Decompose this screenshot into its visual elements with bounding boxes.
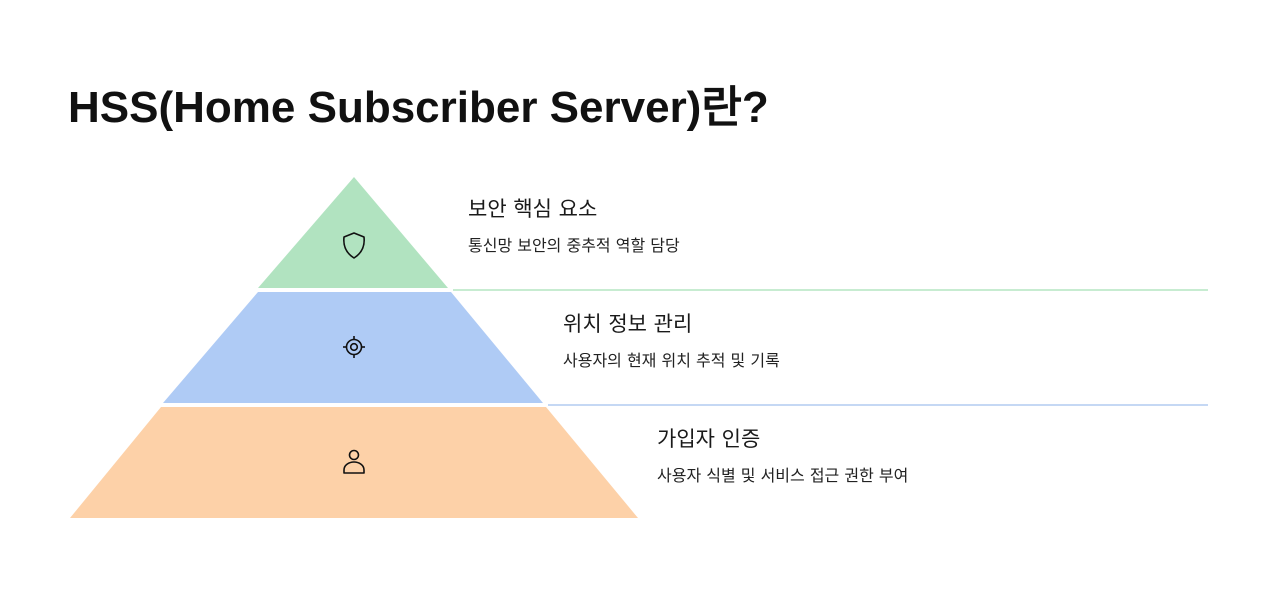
tier-label-top: 보안 핵심 요소 통신망 보안의 중추적 역할 담당 [468, 195, 680, 257]
tier-title: 가입자 인증 [657, 427, 761, 451]
tier-description: 통신망 보안의 중추적 역할 담당 [468, 236, 680, 255]
tier-title: 보안 핵심 요소 [468, 197, 598, 221]
location-target-icon [343, 336, 365, 358]
user-icon [343, 449, 365, 474]
pyramid-tier-middle [163, 292, 543, 403]
tier-title: 위치 정보 관리 [563, 312, 693, 336]
tier-label-bottom: 가입자 인증 사용자 식별 및 서비스 접근 권한 부여 [657, 425, 908, 487]
tier-label-middle: 위치 정보 관리 사용자의 현재 위치 추적 및 기록 [563, 310, 780, 372]
page-title: HSS(Home Subscriber Server)란? [68, 83, 769, 132]
separator-middle-bottom [548, 404, 1208, 406]
shield-icon [343, 232, 365, 259]
pyramid-tier-top [258, 177, 448, 288]
tier-description: 사용자 식별 및 서비스 접근 권한 부여 [657, 466, 909, 485]
tier-description: 사용자의 현재 위치 추적 및 기록 [563, 351, 780, 370]
separator-top-middle [453, 289, 1208, 291]
